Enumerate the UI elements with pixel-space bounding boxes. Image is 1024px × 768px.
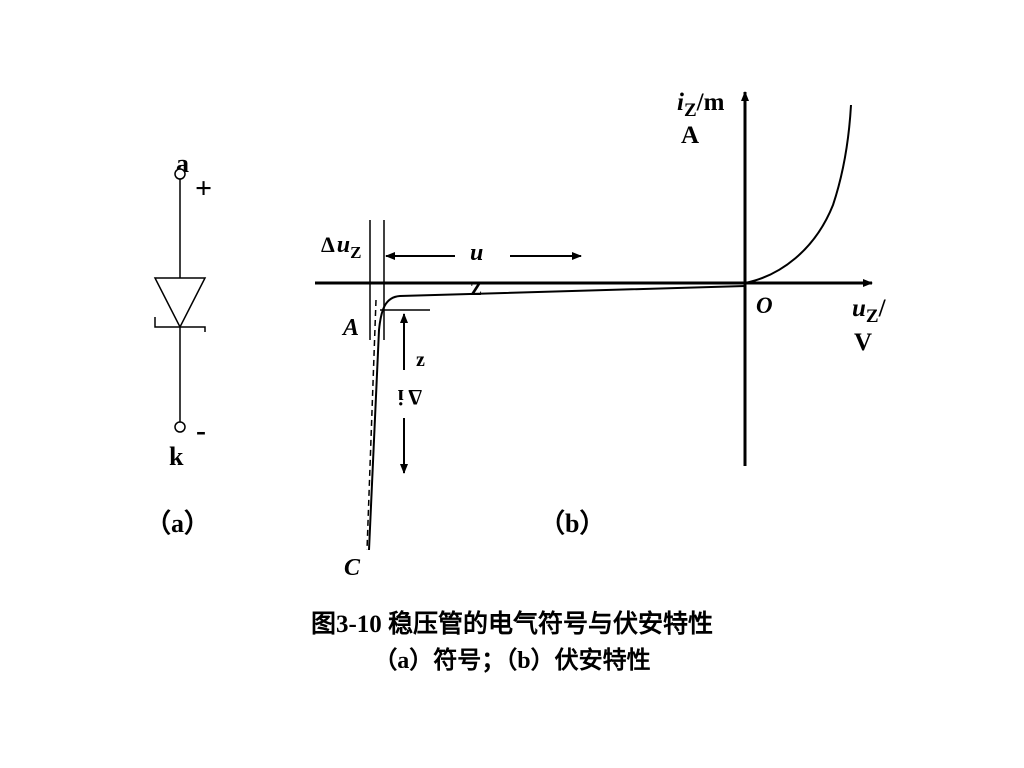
anode-terminal: [174, 168, 186, 180]
panel-b-label: （b）: [539, 509, 605, 538]
uz-arrow-label: u: [470, 240, 483, 266]
iv-characteristic: iZ/m A uZ/ V O ΔuZ u Z A z: [315, 89, 887, 581]
origin-label: O: [756, 293, 773, 318]
cathode-label: k: [169, 442, 184, 471]
point-a-label: A: [341, 315, 359, 341]
y-axis-unit: A: [681, 122, 699, 149]
x-axis-label: uZ/: [852, 295, 887, 327]
figure-caption-title: 图3-10 稳压管的电气符号与伏安特性: [310, 611, 714, 638]
delta-uz-label: ΔuZ: [321, 232, 362, 262]
x-axis-unit: V: [854, 329, 872, 356]
diode-triangle: [153, 277, 207, 329]
iz-arrow-label: Δ i: [398, 385, 422, 410]
uz-arrow-subscript: Z: [470, 279, 482, 299]
forward-curve: [744, 104, 852, 284]
figure-caption-subtitle: （a）符号；（b）伏安特性: [373, 648, 651, 674]
panel-a-label: （a）: [145, 509, 210, 538]
plus-sign: +: [195, 172, 212, 205]
zener-symbol: a + - k （a）: [145, 149, 212, 538]
iz-arrow-subscript: z: [416, 349, 425, 371]
breakdown-tangent: [366, 299, 377, 551]
point-c-label: C: [344, 555, 361, 581]
y-axis-label: iZ/m: [677, 89, 725, 121]
minus-sign: -: [196, 414, 206, 447]
cathode-terminal: [174, 421, 186, 433]
